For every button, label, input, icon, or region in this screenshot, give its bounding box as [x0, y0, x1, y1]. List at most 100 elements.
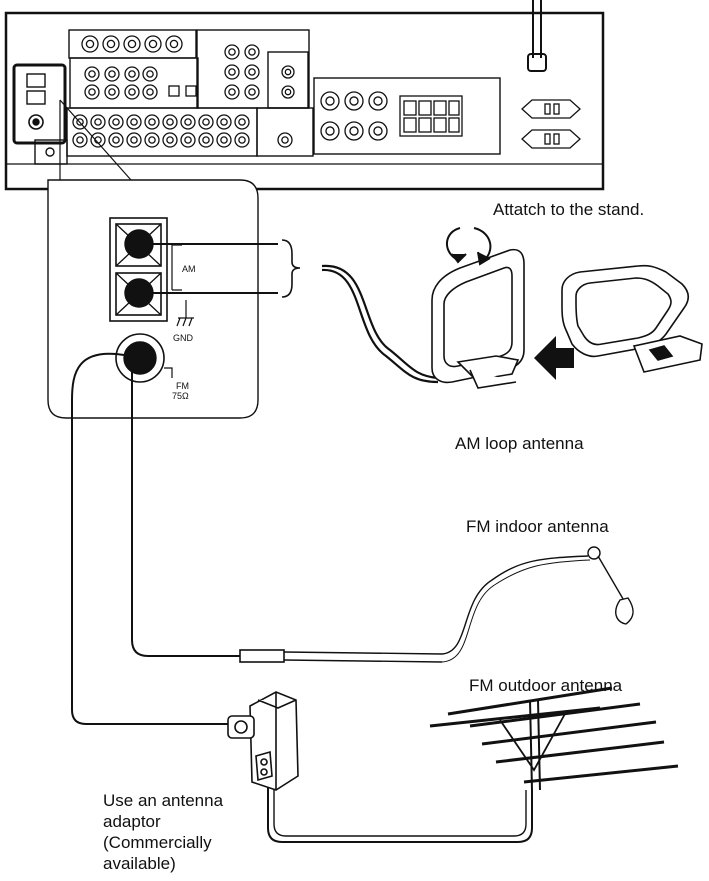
rear-jack: [162, 114, 178, 130]
am-loop-antenna-label: AM loop antenna: [455, 434, 584, 453]
rear-jack: [124, 66, 140, 82]
rear-jack-core: [248, 68, 256, 76]
rear-jack-core: [284, 88, 292, 96]
optical-jack: [168, 85, 180, 97]
rear-jack: [162, 132, 178, 148]
rear-jack: [344, 121, 364, 141]
rear-jack-core: [325, 126, 335, 136]
receiver-chassis: [4, 11, 605, 191]
rear-jack: [180, 132, 196, 148]
rear-jack-core: [248, 48, 256, 56]
rear-jack: [90, 132, 106, 148]
rear-jack: [244, 44, 260, 60]
antenna-wires: [71, 239, 533, 843]
receiver-jacks: [72, 35, 388, 148]
rear-jack: [224, 44, 240, 60]
rear-jack: [216, 132, 232, 148]
fm-impedance-label: 75Ω: [172, 391, 189, 401]
rear-jack-core: [228, 48, 236, 56]
rear-jack-core: [248, 88, 256, 96]
rear-jack-core: [373, 96, 383, 106]
rear-jack: [72, 114, 88, 130]
rear-jack: [72, 132, 88, 148]
rear-jack: [234, 114, 250, 130]
rotation-arrows-icon: [446, 227, 492, 266]
rear-jack: [108, 132, 124, 148]
adaptor-note-line-1: Use an antenna: [103, 791, 224, 810]
rear-jack: [144, 35, 162, 53]
rear-jack: [344, 91, 364, 111]
am-loop-antenna: [431, 248, 525, 389]
rear-jack-core: [112, 118, 120, 126]
rear-jack-core: [238, 136, 246, 144]
rear-jack: [144, 114, 160, 130]
rear-jack: [144, 132, 160, 148]
rear-jack-core: [76, 118, 84, 126]
zoom-leader-lines: [59, 99, 132, 185]
fm-terminal-label: FM: [176, 381, 189, 391]
rear-jack-core: [169, 39, 179, 49]
rear-jack: [123, 35, 141, 53]
rear-jack: [126, 114, 142, 130]
rear-jack-core: [202, 118, 210, 126]
antenna-adaptor: [227, 691, 299, 791]
rear-jack: [104, 84, 120, 100]
rear-jack-core: [88, 70, 96, 78]
rear-jack-core: [85, 39, 95, 49]
rear-jack: [165, 35, 183, 53]
terminal-panel-enlarged: [47, 179, 259, 419]
fm-indoor-antenna: [239, 546, 634, 663]
rear-jack: [368, 121, 388, 141]
rear-jack: [234, 132, 250, 148]
rear-jack: [281, 65, 295, 79]
rear-jack: [198, 132, 214, 148]
rear-jack-core: [281, 136, 289, 144]
rear-jack: [84, 84, 100, 100]
rear-jack: [281, 85, 295, 99]
am-loop-antenna-detached: [561, 264, 703, 373]
optical-jack: [185, 85, 197, 97]
rear-jack-core: [76, 136, 84, 144]
rear-jack-core: [127, 39, 137, 49]
rear-jack: [81, 35, 99, 53]
rear-jack-core: [184, 118, 192, 126]
rear-jack-core: [220, 118, 228, 126]
rear-jack-core: [148, 118, 156, 126]
rear-jack: [142, 84, 158, 100]
rear-jack-core: [220, 136, 228, 144]
rear-jack-core: [148, 136, 156, 144]
am-terminal-knob-bottom: [124, 278, 154, 308]
speaker-terminals: [399, 95, 463, 137]
rear-jack-core: [284, 68, 292, 76]
antenna-adaptor-note: Use an antenna adaptor (Commercially ava…: [103, 790, 223, 874]
rear-jack-core: [202, 136, 210, 144]
ac-outlets: [521, 99, 581, 149]
rear-jack-core: [373, 126, 383, 136]
rear-jack: [224, 84, 240, 100]
insert-arrow-icon: [534, 336, 574, 380]
rear-jack: [84, 66, 100, 82]
rear-jack-core: [166, 136, 174, 144]
rear-jack: [198, 114, 214, 130]
rear-jack: [244, 64, 260, 80]
am-brace: [281, 239, 301, 298]
am-terminal-label: AM: [182, 264, 196, 274]
receiver-rear-panel: [4, 0, 605, 191]
gnd-terminal-label: GND: [173, 333, 193, 343]
rear-jack-core: [94, 118, 102, 126]
rear-jack-core: [184, 136, 192, 144]
power-cord-plug: [527, 53, 547, 72]
rear-jack: [368, 91, 388, 111]
rear-jack-core: [108, 88, 116, 96]
rear-jack: [90, 114, 106, 130]
rear-jack: [104, 66, 120, 82]
rear-jack-core: [238, 118, 246, 126]
rear-jack-core: [146, 88, 154, 96]
attach-stand-label: Attatch to the stand.: [493, 200, 645, 219]
fm-outdoor-antenna-label: FM outdoor antenna: [469, 676, 623, 695]
rear-jack: [277, 132, 293, 148]
rear-jack: [102, 35, 120, 53]
rear-jack: [180, 114, 196, 130]
rear-jack: [142, 66, 158, 82]
